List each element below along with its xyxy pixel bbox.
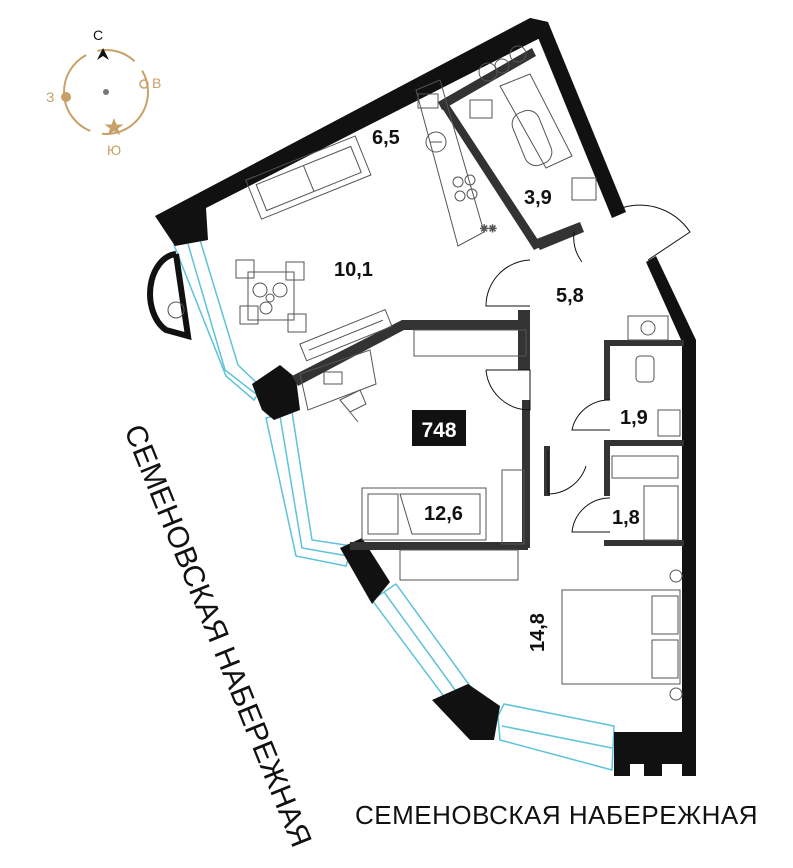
wall-kitchen-bath xyxy=(438,48,536,110)
window-bedroom-small-inner xyxy=(279,415,349,557)
window-bedroom-master-1-inner xyxy=(383,591,459,695)
wall-wardrobe-left xyxy=(604,446,610,496)
window-living-inner xyxy=(187,243,257,395)
compass-north-label: С xyxy=(93,27,103,43)
wall-hall-left xyxy=(522,400,530,548)
apartment-number-badge: 748 xyxy=(412,410,466,446)
wardrobe-racks xyxy=(399,329,679,581)
door-entrance xyxy=(611,204,691,261)
wc-fixtures xyxy=(627,315,681,437)
bed-small xyxy=(361,487,487,541)
compass-west-dot xyxy=(61,92,71,102)
wall-wc-top xyxy=(604,340,684,346)
bed-master xyxy=(561,569,683,701)
compass-west-label: З xyxy=(46,89,54,105)
compass-south-label: Ю xyxy=(107,142,121,158)
window-bedroom-master-2-inner xyxy=(501,725,613,749)
wall-northeast xyxy=(530,18,626,218)
sofa xyxy=(245,135,372,220)
wall-bath-bottom xyxy=(534,222,584,250)
pillar-3 xyxy=(432,684,500,740)
area-kitchen: 6,5 xyxy=(372,127,400,149)
apartment-number: 748 xyxy=(421,419,456,442)
compass-south-star-icon xyxy=(104,118,124,135)
window-seat xyxy=(147,251,192,341)
compass: С В З Ю xyxy=(46,27,161,158)
wall-hall-upper xyxy=(518,310,530,370)
area-living: 10,1 xyxy=(334,259,373,281)
furniture: ✳✳ xyxy=(147,45,683,701)
window-bedroom-master-2 xyxy=(497,703,615,771)
wall-bath-side xyxy=(438,100,542,250)
door-wc xyxy=(571,399,611,431)
area-wc: 1,9 xyxy=(620,407,648,429)
area-bedroom-master: 14,8 xyxy=(527,613,549,652)
workstation xyxy=(299,349,377,423)
wall-living-bedroom xyxy=(292,320,528,386)
door-living xyxy=(485,259,531,307)
corner-bottom-right xyxy=(614,732,696,776)
wall-wc-bottom xyxy=(604,440,684,446)
interior-walls xyxy=(292,48,684,550)
wall-wc-left xyxy=(604,340,610,400)
kitchen-counter: ✳✳ xyxy=(415,79,497,247)
door-hall-bedroom xyxy=(547,450,587,495)
wall-wardrobe-bottom xyxy=(604,540,684,546)
compass-east-dot xyxy=(139,79,149,89)
street-label-bottom: СЕМЕНОВСКАЯ НАБЕРЕЖНАЯ xyxy=(355,800,758,830)
wall-north xyxy=(155,18,548,246)
pillar-1 xyxy=(252,365,300,420)
dining-table xyxy=(235,259,307,333)
area-hall: 5,8 xyxy=(556,285,584,307)
door-bath xyxy=(573,231,583,263)
compass-center-dot xyxy=(103,89,109,95)
area-bathroom: 3,9 xyxy=(524,187,552,209)
exterior-walls xyxy=(155,18,696,776)
bathtub xyxy=(469,45,597,201)
window-bedroom-small xyxy=(265,411,353,567)
desk xyxy=(299,308,393,362)
svg-text:✳✳: ✳✳ xyxy=(480,224,497,235)
compass-east-label: В xyxy=(152,75,161,91)
pillar-2 xyxy=(340,538,390,604)
area-labels: 6,5 3,9 10,1 5,8 1,9 1,8 12,6 14,8 xyxy=(334,127,648,652)
wall-bedroom-divider xyxy=(350,542,528,550)
area-wardrobe: 1,8 xyxy=(612,507,640,529)
north-arrow-icon xyxy=(97,48,109,60)
area-bedroom-small: 12,6 xyxy=(424,503,463,525)
door-bedroom-small xyxy=(485,369,531,411)
door-wardrobe xyxy=(571,497,611,533)
doors xyxy=(485,204,691,533)
wall-hall-right xyxy=(544,446,550,496)
wall-east xyxy=(646,256,696,776)
